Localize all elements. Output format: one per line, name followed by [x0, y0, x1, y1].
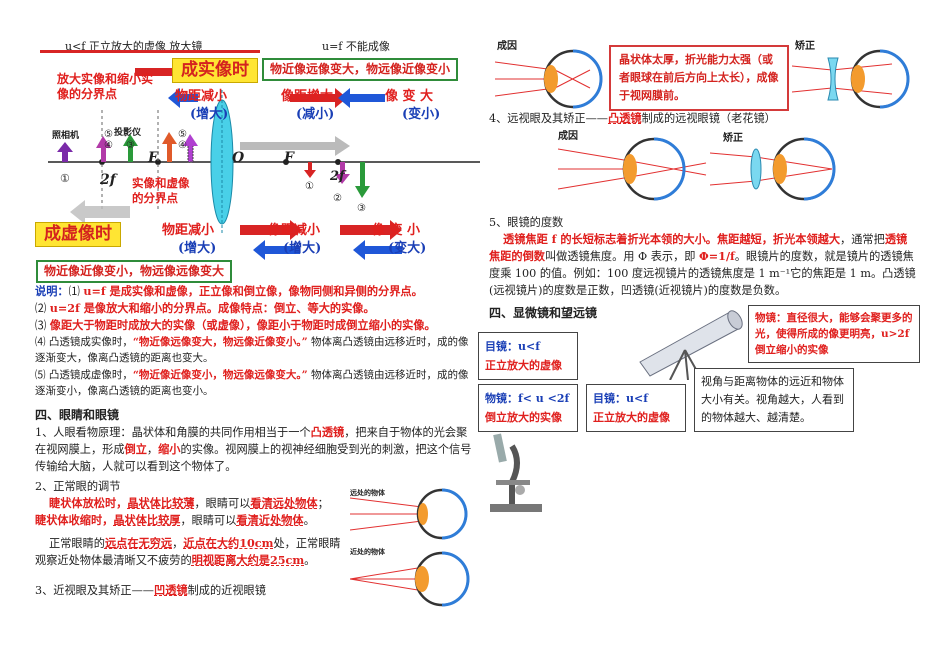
label-O: O	[232, 150, 245, 166]
num-1-right: ①	[305, 181, 314, 192]
row2-img-sub: (增大)	[283, 241, 322, 256]
num-1-left: ①	[60, 172, 70, 185]
para-hyperopia: 4、远视眼及其矫正——凸透镜制成的远视眼镜（老花镜）	[489, 111, 776, 125]
row1-size: 像 变 大	[385, 89, 434, 104]
row2-size-sub: (变大)	[388, 241, 427, 256]
top-label-b: u=f 不能成像	[322, 40, 390, 53]
row1-obj: 物距减小	[175, 89, 228, 104]
eyepiece-microscope-box: 目镜：u<f 正立放大的虚像	[586, 384, 686, 432]
row2-size: 像 变 小	[372, 223, 421, 238]
myopia-fix-diagram	[792, 49, 910, 109]
row1-size-sub: (变小)	[402, 107, 441, 122]
eye-near-diagram	[350, 551, 470, 607]
row1-obj-sub: (增大)	[190, 107, 229, 122]
para-lens-degree-title: 5、眼镜的度数	[489, 216, 564, 229]
label-F-right: F	[284, 150, 294, 166]
row2-img: 像距减小	[268, 223, 321, 238]
explain-block: 说明：⑴ u=f 是成实像和虚像，正立像和倒立像，像物同侧和异侧的分界点。 ⑵ …	[35, 283, 477, 399]
eye-far-label: 远处的物体	[350, 488, 385, 497]
note-magnify-boundary: 放大实像和缩小实像的分界点	[57, 72, 154, 101]
eye-near-label: 近处的物体	[350, 547, 385, 556]
label-F-left: F	[148, 150, 158, 166]
row1-img-sub: (减小)	[296, 107, 335, 122]
label-2f-right: 2f	[330, 169, 345, 184]
virtual-image-rule: 物近像近像变小，物远像远像变大	[36, 260, 233, 283]
section-eyes-title: 四、眼睛和眼镜	[35, 408, 120, 422]
explain-1: 说明：⑴ u=f 是成实像和虚像，正立像和倒立像，像物同侧和异侧的分界点。	[35, 284, 423, 298]
hyperopia-fix-label: 矫正	[723, 133, 743, 144]
myopia-cause-label: 成因	[497, 41, 517, 52]
label-projector: 投影仪	[114, 128, 142, 138]
num-4a: ④	[104, 140, 113, 151]
real-image-title: 成实像时	[172, 58, 258, 83]
visual-angle-box: 视角与距离物体的远近和物体大小有关。视角越大，人看到的物体越大、越清楚。	[694, 368, 854, 432]
explain-2: ⑵ u=2f 是像放大和缩小的分界点。成像特点：倒立、等大的实像。	[35, 301, 375, 315]
hyperopia-eye-diagram	[558, 137, 707, 201]
myopia-eye-diagram	[495, 49, 603, 109]
myopia-fix-label: 矫正	[795, 41, 815, 52]
num-5a: ⑤	[104, 129, 113, 140]
eyepiece-telescope-box: 目镜：u<f 正立放大的虚像	[478, 332, 578, 380]
explain-4: ⑷ 凸透镜成实像时，“物近像远像变大，物远像近像变小。” 物体离凸透镜由远移近时…	[35, 336, 469, 364]
num-2-right: ②	[333, 193, 342, 204]
num-4b: ④	[178, 140, 187, 151]
num-5b: ⑤	[178, 129, 187, 140]
para-normal-eye: 睫状体放松时，晶状体比较薄，眼睛可以看清远处物体； 睫状体收缩时，晶状体比较厚，…	[35, 496, 341, 567]
para-myopia: 3、近视眼及其矫正——凹透镜制成的近视眼镜	[35, 583, 266, 597]
lens-diagram	[40, 50, 480, 260]
para-eye-principle: 1、人眼看物原理：晶状体和角膜的共同作用相当于一个凸透镜，把来自于物体的光会聚在…	[35, 425, 472, 473]
para-normal-eye-title: 2、正常眼的调节	[35, 480, 121, 493]
note-real-virtual-boundary: 实像和虚像的分界点	[132, 176, 190, 205]
row2-obj-sub: (增大)	[178, 241, 217, 256]
virtual-image-title: 成虚像时	[35, 222, 121, 247]
num-3a: ③	[126, 140, 135, 151]
hyperopia-cause-label: 成因	[558, 131, 578, 142]
row2-obj: 物距减小	[162, 223, 215, 238]
label-2f-left: 2f	[100, 172, 116, 188]
real-image-rule: 物近像远像变大，物远像近像变小	[262, 58, 459, 81]
telescope-illustration	[639, 310, 743, 380]
explain-5: ⑸ 凸透镜成虚像时，“物近像近像变小，物远像远像变大。” 物体离凸透镜由远移近时…	[35, 369, 469, 397]
myopia-cause-box: 晶状体太厚，折光能力太强（或者眼球在前后方向上太长），成像于视网膜前。	[609, 45, 789, 111]
para-lens-degree: 透镜焦距 f 的长短标志着折光本领的大小。焦距越短，折光本领越大，通常把透镜焦距…	[489, 232, 916, 297]
explain-3: ⑶ 像距大于物距时成放大的实像（或虚像），像距小于物距时成倒立缩小的实像。	[35, 318, 436, 332]
eye-far-diagram	[350, 488, 468, 540]
row1-img: 像距增大	[281, 89, 334, 104]
objective-microscope-box: 物镜：f< u <2f 倒立放大的实像	[478, 384, 578, 432]
num-3-right: ③	[357, 203, 366, 214]
label-camera: 照相机	[52, 131, 80, 141]
objective-telescope-box: 物镜：直径很大，能够会聚更多的光，使得所成的像更明亮，u>2f 倒立缩小的实像	[748, 305, 920, 363]
hyperopia-fix-diagram	[710, 137, 836, 201]
top-label-a: u<f 正立放大的虚像 放大镜	[65, 40, 203, 53]
section-scope-title: 四、显微镜和望远镜	[489, 306, 598, 320]
microscope-illustration	[490, 433, 542, 512]
